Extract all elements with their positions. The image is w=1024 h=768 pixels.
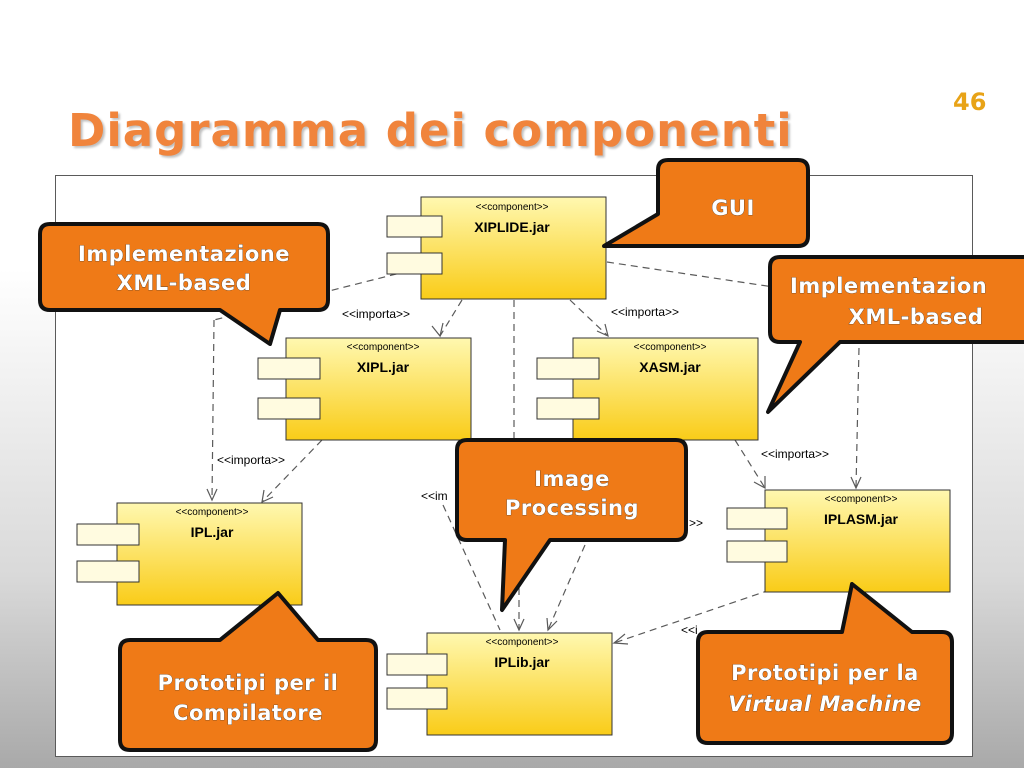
callout-compiler-line2: Compilatore: [173, 701, 323, 725]
callout-implementation-right-line2: XML-based: [849, 305, 984, 329]
component-iplib[interactable]: <<component>> IPLib.jar: [386, 632, 613, 736]
component-xiplide[interactable]: <<component>> XIPLIDE.jar: [386, 196, 607, 300]
callout-gui: GUI: [602, 158, 810, 248]
importa-label-partial-center: <<im: [421, 489, 448, 503]
component-tab: [386, 687, 448, 710]
callout-compiler-line1: Prototipi per il: [158, 671, 339, 695]
component-tab: [726, 540, 788, 563]
component-stereotype: <<component>>: [347, 342, 420, 353]
callout-implementation-right: Implementazion XML-based: [766, 255, 1024, 414]
edge-xasm-to-iplib: [547, 544, 586, 631]
edge-iplasm-iplib-arrow: [612, 633, 629, 645]
component-stereotype: <<component>>: [176, 507, 249, 518]
dependency-labels: <<importa>> <<importa>> <<importa>> <<im…: [217, 305, 829, 637]
component-stereotype: <<component>>: [825, 494, 898, 505]
component-tab: [76, 523, 140, 546]
edge-center-iplib-arrow: [513, 618, 525, 632]
edge-ipl-to-iplib: [442, 504, 501, 631]
callout-gui-text: GUI: [711, 196, 755, 220]
component-tab: [76, 560, 140, 583]
importa-label-partial-right: >>: [689, 516, 703, 530]
component-iplasm[interactable]: <<component>> IPLASM.jar: [726, 489, 951, 593]
edge-xiplide-xasm: [569, 299, 609, 337]
component-name: XIPL.jar: [357, 359, 410, 375]
component-tab: [386, 653, 448, 676]
edge-iplasm-iplib: [613, 589, 771, 644]
edge-right-vertical-arrow: [850, 476, 862, 490]
edge-xipl-ipl: [261, 439, 323, 503]
component-tab: [257, 397, 321, 420]
callout-image-processing: Image Processing: [455, 438, 688, 612]
page-number: 46: [953, 88, 987, 116]
importa-label-partial-bottom: <<i: [681, 623, 698, 637]
edge-xasm-iplasm: [734, 439, 766, 489]
edge-xipl-ipl-arrow: [261, 489, 274, 504]
callout-image-processing-line2: Processing: [505, 496, 639, 520]
edge-right-vertical: [855, 299, 861, 489]
component-tab: [536, 397, 600, 420]
edge-xasm-to-iplib-arrow: [546, 617, 558, 632]
callout-implementation-left: Implementazione XML-based: [38, 222, 330, 346]
edge-xiplide-xipl-arrow: [431, 322, 444, 338]
callout-implementation-right-line1: Implementazion: [790, 274, 987, 298]
callout-compiler: Prototipi per il Compilatore: [118, 591, 378, 752]
importa-label-xipl: <<importa>>: [342, 307, 410, 321]
component-name: XASM.jar: [639, 359, 701, 375]
component-stereotype: <<component>>: [476, 202, 549, 213]
callout-implementation-left-line1: Implementazione: [78, 242, 290, 266]
component-stereotype: <<component>>: [486, 637, 559, 648]
component-stereotype: <<component>>: [634, 342, 707, 353]
component-name: XIPLIDE.jar: [474, 219, 550, 235]
importa-label-ipl: <<importa>>: [217, 453, 285, 467]
component-xasm[interactable]: <<component>> XASM.jar: [536, 337, 759, 441]
callout-image-processing-line1: Image: [534, 467, 610, 491]
edge-left-vertical-arrow: [206, 488, 218, 502]
component-name: IPLASM.jar: [824, 511, 898, 527]
callout-virtual-machine-line1: Prototipi per la: [731, 661, 919, 685]
component-tab: [726, 507, 788, 530]
edge-xasm-iplasm-arrow: [753, 476, 766, 490]
edge-xiplide-xasm-arrow: [596, 323, 609, 338]
component-tab: [257, 357, 321, 380]
component-name: IPLib.jar: [494, 654, 550, 670]
callout-virtual-machine-line2: Virtual Machine: [728, 692, 921, 716]
component-ipl[interactable]: <<component>> IPL.jar: [76, 502, 303, 606]
edge-xiplide-iplasm-right: [606, 261, 861, 301]
component-tab: [386, 215, 443, 238]
importa-label-xasm: <<importa>>: [611, 305, 679, 319]
component-tab: [536, 357, 600, 380]
slide-title: Diagramma dei componenti: [68, 104, 793, 157]
callout-implementation-left-line2: XML-based: [117, 271, 252, 295]
edge-xiplide-xipl: [439, 299, 463, 337]
component-name: IPL.jar: [191, 524, 234, 540]
edge-left-vertical: [211, 319, 215, 501]
callout-virtual-machine: Prototipi per la Virtual Machine: [696, 582, 954, 745]
dependency-edges: [206, 261, 862, 645]
importa-label-iplasm: <<importa>>: [761, 447, 829, 461]
component-xipl[interactable]: <<component>> XIPL.jar: [257, 337, 472, 441]
component-tab: [386, 252, 443, 275]
